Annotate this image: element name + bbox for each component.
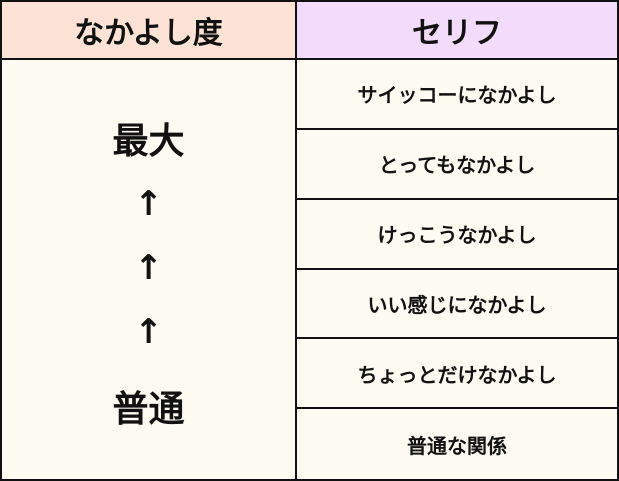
phrase-row: いい感じになかよし bbox=[297, 270, 617, 340]
friendship-scale: 最大 ↑ ↑ ↑ 普通 bbox=[2, 60, 297, 479]
scale-top-label: 最大 bbox=[112, 121, 185, 162]
phrase-row: 普通な関係 bbox=[407, 433, 507, 458]
header-lines: セリフ bbox=[297, 2, 617, 60]
header-friendship-level: なかよし度 bbox=[2, 2, 297, 60]
phrase-row: ちょっとだけなかよし bbox=[297, 339, 617, 410]
scale-bottom-label: 普通 bbox=[112, 389, 185, 430]
phrase-row: とってもなかよし bbox=[297, 130, 617, 200]
arrow-up-icon: ↑ bbox=[134, 184, 163, 224]
arrow-up-icon: ↑ bbox=[134, 248, 163, 288]
phrase-row: けっこうなかよし bbox=[297, 200, 617, 270]
arrow-up-icon: ↑ bbox=[134, 312, 163, 352]
phrases-list: サイッコーになかよし とってもなかよし けっこうなかよし いい感じになかよし ち… bbox=[297, 60, 617, 479]
phrase-row: サイッコーになかよし bbox=[297, 60, 617, 130]
